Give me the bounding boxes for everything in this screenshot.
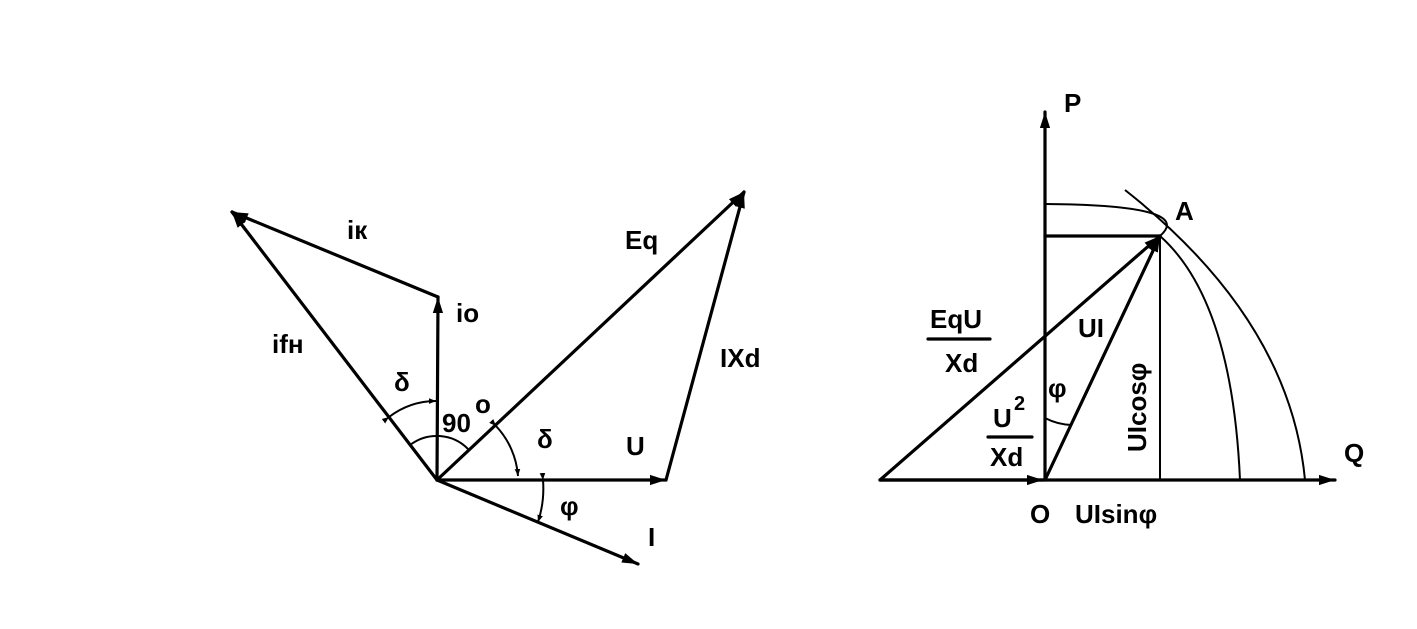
label-ulcos: UIcosφ: [1122, 363, 1152, 452]
label-ifn: ifн: [272, 329, 304, 359]
label-a: A: [1175, 196, 1194, 226]
u2-exponent: 2: [1014, 393, 1025, 415]
equ-denominator: Xd: [945, 348, 978, 378]
arc-outer: [1124, 189, 1306, 481]
equ-numerator: EqU: [930, 304, 982, 334]
eq-vector: [435, 190, 746, 482]
phi-arc: [537, 472, 546, 523]
i-vector: [435, 478, 640, 566]
ixd-vector: [664, 190, 746, 482]
label-i: I: [648, 522, 655, 552]
label-ui: UI: [1078, 313, 1104, 343]
ifn-vector: [230, 210, 439, 482]
label-i0: io: [456, 298, 479, 328]
label-phi: φ: [560, 491, 579, 521]
equ-xd-vector: [878, 234, 1162, 482]
power-diagram: P A Q O UI φ UIcosφ UIsinφ EqU Xd U 2 Xd: [878, 88, 1364, 529]
phasor-diagram: iк io ifн δ 90 o Eq IXd δ U φ I: [230, 190, 760, 566]
label-u: U: [626, 431, 645, 461]
label-90-degree: o: [475, 389, 491, 419]
u2-denominator: Xd: [990, 442, 1023, 472]
i0-vector: [432, 295, 444, 482]
delta-right-arc: [489, 418, 521, 477]
phi-arc-power: [1044, 417, 1073, 426]
label-q: Q: [1344, 438, 1364, 468]
ik-vector: [230, 210, 440, 299]
delta-left-arc: [381, 398, 437, 424]
fraction-u2-xd: U 2 Xd: [986, 393, 1034, 472]
label-ulsin: UIsinφ: [1075, 499, 1157, 529]
angle-90-arc: [409, 435, 469, 450]
label-delta-left: δ: [394, 367, 410, 397]
label-90: 90: [442, 408, 471, 438]
u2-numerator: U: [993, 403, 1012, 433]
label-ixd: IXd: [720, 343, 760, 373]
arc-inner: [1044, 203, 1241, 481]
label-p: P: [1064, 88, 1081, 118]
ui-vector: [1043, 234, 1162, 482]
label-ik: iк: [347, 215, 368, 245]
label-o: O: [1030, 499, 1050, 529]
fraction-equ-xd: EqU Xd: [926, 304, 992, 378]
label-eq: Eq: [625, 225, 658, 255]
label-phi-power: φ: [1048, 373, 1067, 403]
label-delta-right: δ: [537, 424, 553, 454]
